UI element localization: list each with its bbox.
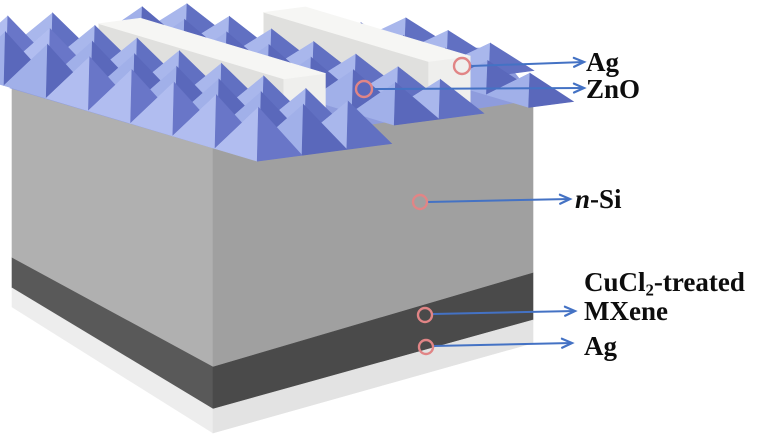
label-ag-top: Ag [586, 48, 619, 76]
label-ag-top-text: Ag [586, 47, 619, 77]
marker-circle-icon [452, 56, 472, 76]
textured-top-surface [0, 3, 575, 162]
label-cucl2-subscript: 2 [645, 280, 654, 300]
label-zno: ZnO [586, 75, 640, 103]
label-ag-bottom: Ag [584, 332, 617, 360]
pyramid-shadow-face [488, 42, 535, 77]
callout-line-n-si [427, 198, 571, 203]
callout-annotations [354, 56, 587, 356]
callout-line-mxene [432, 310, 576, 315]
callout-line-ag-top [470, 61, 585, 67]
label-cucl2-treated: CuCl2-treated [584, 268, 745, 305]
marker-circle-icon [354, 79, 374, 99]
ag-finger-bar-1-top [98, 17, 326, 80]
label-mxene: MXene [584, 297, 668, 325]
ag-finger-bar-2-top [263, 6, 471, 62]
label-mxene-text: MXene [584, 296, 668, 326]
label-n-si-prefix: n [575, 184, 591, 214]
arrowhead-icon [572, 82, 587, 94]
callout-line-ag-bottom [433, 342, 573, 347]
callout-ag-bottom [417, 337, 575, 356]
label-ag-bottom-text: Ag [584, 331, 617, 361]
label-n-si: n-Si [575, 185, 622, 213]
arrowhead-icon [560, 337, 575, 349]
marker-circle-icon [411, 193, 429, 211]
callout-ag-top [452, 56, 587, 76]
callout-zno [354, 79, 587, 99]
label-cucl2-suffix: -treated [653, 267, 745, 297]
pyramid-shadow-face [301, 103, 348, 156]
callout-line-zno [372, 87, 585, 90]
pyramid-shadow-face [528, 72, 575, 108]
label-cucl2-base: CuCl [584, 267, 646, 297]
marker-circle-icon [417, 338, 435, 356]
marker-circle-icon [416, 306, 434, 324]
callout-mxene [416, 305, 578, 324]
pyramid-shadow-face [346, 100, 393, 150]
callout-n-si [411, 193, 573, 211]
label-n-si-suffix: -Si [590, 184, 622, 214]
arrowhead-icon [558, 193, 573, 205]
label-zno-text: ZnO [586, 74, 641, 104]
arrowhead-icon [563, 305, 578, 317]
device-body [11, 87, 534, 434]
pyramid-shadow-face [256, 106, 303, 162]
arrowhead-icon [572, 56, 587, 68]
pyramid-shadow-face [393, 81, 440, 126]
